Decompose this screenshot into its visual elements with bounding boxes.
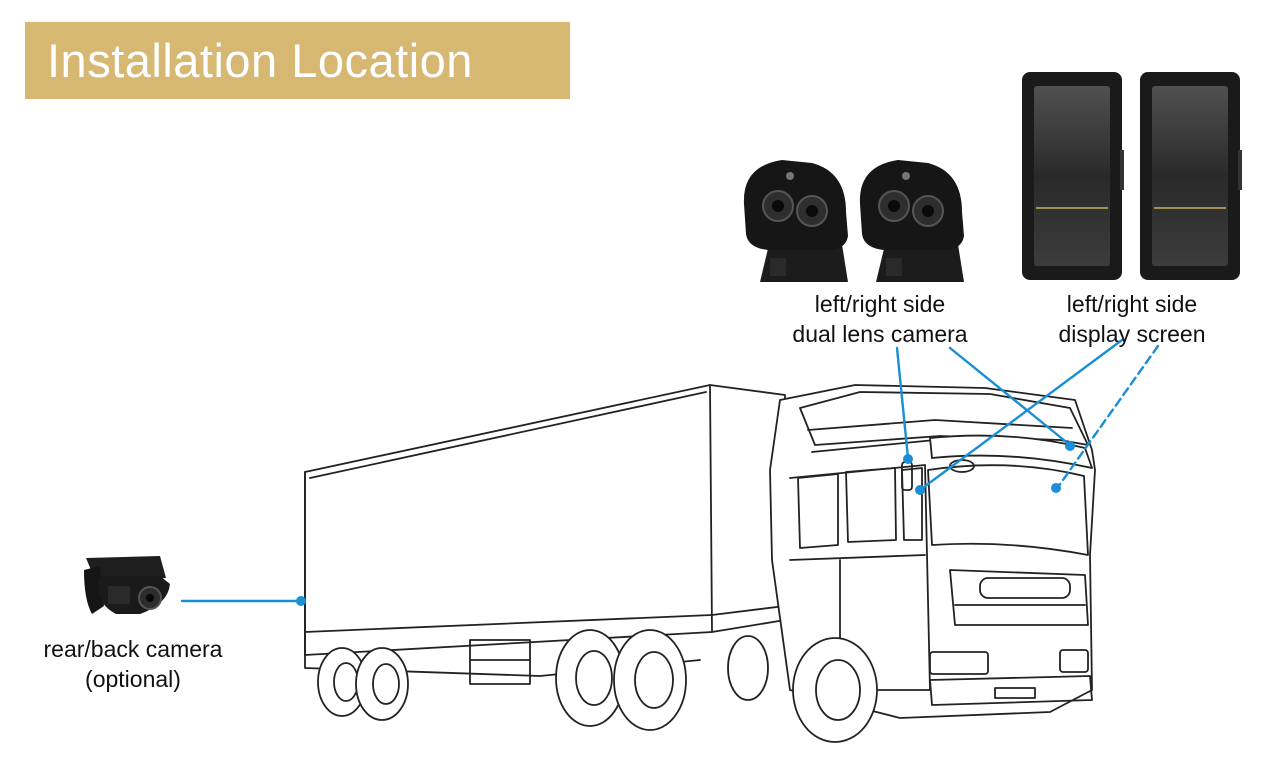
rear-camera-icon bbox=[84, 556, 170, 614]
dual-lens-camera-icon bbox=[744, 160, 848, 282]
display-screen-icon bbox=[1140, 72, 1242, 280]
dual-lens-camera-icon bbox=[860, 160, 964, 282]
display-screen-label: left/right side display screen bbox=[1022, 289, 1242, 349]
truck-illustration bbox=[305, 385, 1095, 742]
rear-camera-label: rear/back camera (optional) bbox=[20, 634, 246, 694]
display-screen-icon bbox=[1022, 72, 1124, 280]
side-camera-label: left/right side dual lens camera bbox=[758, 289, 1002, 349]
